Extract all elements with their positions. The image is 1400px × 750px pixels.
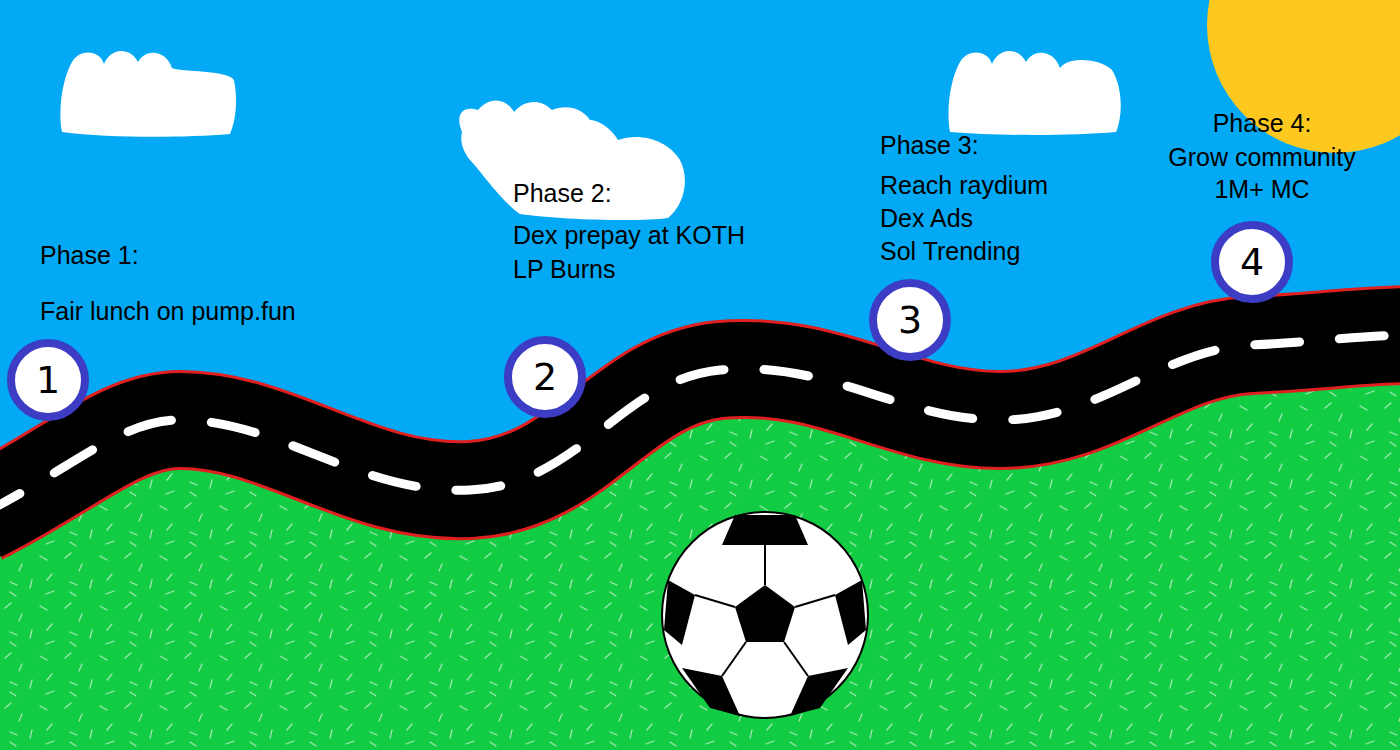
clouds <box>60 51 1120 220</box>
roadmap-text: 1M+ MC <box>1214 176 1309 204</box>
callout-number: 1 <box>36 361 60 399</box>
roadmap-text: Phase 1: <box>40 242 139 270</box>
roadmap-text: Phase 2: <box>513 180 612 208</box>
phase-circle: 2 <box>504 336 586 418</box>
road <box>0 335 1400 515</box>
soccer-ball <box>662 512 868 718</box>
roadmap-text: Fair lunch on pump.fun <box>40 298 296 326</box>
roadmap-text: Phase 4: <box>1213 110 1312 138</box>
phase-circle: 4 <box>1211 221 1293 303</box>
roadmap-text: Phase 3: <box>880 132 979 160</box>
sun <box>1207 0 1400 153</box>
phase-circle: 1 <box>7 339 89 421</box>
roadmap-text: Dex Ads <box>880 205 973 233</box>
callout-number: 3 <box>898 301 922 339</box>
roadmap-text: Grow community <box>1168 144 1356 172</box>
callout-number: 2 <box>533 358 557 396</box>
roadmap-text: Reach raydium <box>880 172 1048 200</box>
roadmap-text: Dex prepay at KOTH <box>513 222 745 250</box>
callout-number: 4 <box>1240 243 1264 281</box>
roadmap-text: LP Burns <box>513 256 615 284</box>
roadmap-text: Sol Trending <box>880 238 1020 266</box>
phase-circle: 3 <box>869 279 951 361</box>
